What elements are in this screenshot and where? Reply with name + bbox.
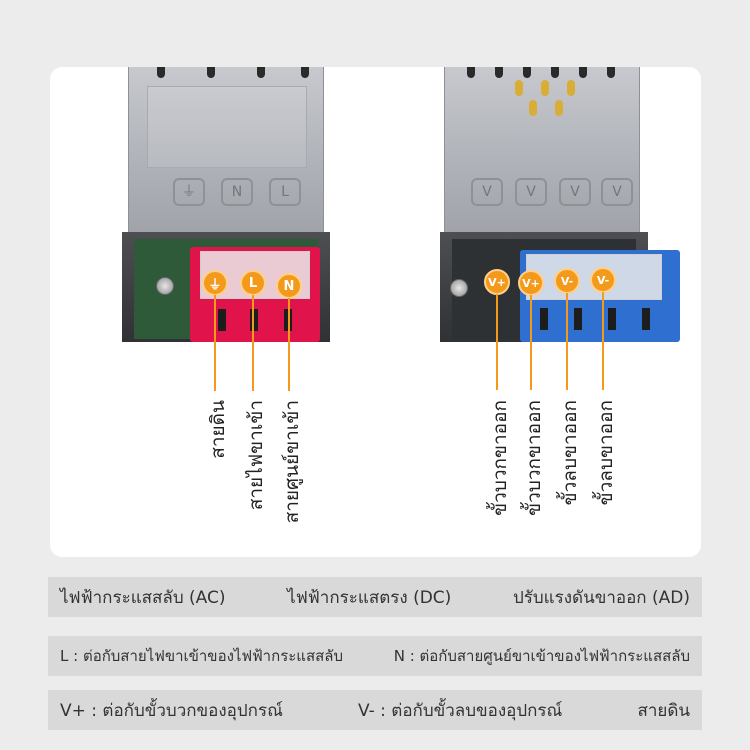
dc-terminal-block	[520, 250, 680, 342]
embossed-v-icon: V	[559, 178, 591, 206]
vent	[551, 67, 559, 78]
screw-icon	[450, 279, 468, 297]
vent	[257, 67, 265, 78]
leader-line	[602, 292, 604, 390]
ground-wire-label: สายดิน	[207, 400, 229, 459]
leader-line	[214, 295, 216, 391]
neutral-input-label: สายศูนย์ขาเข้า	[281, 400, 303, 524]
screw-icon	[156, 277, 174, 295]
psu-body-left: ⏚ N L	[128, 67, 324, 242]
dc-text: ไฟฟ้ากระแสตรง (DC)	[287, 587, 452, 608]
vent	[523, 67, 531, 78]
terminal-slot	[250, 309, 258, 331]
l-marker: L	[240, 270, 266, 296]
vent	[207, 67, 215, 78]
legend-row-output: V+ : ต่อกับขั้วบวกของอุปกรณ์ V- : ต่อกับ…	[48, 690, 702, 730]
legend-row-types: ไฟฟ้ากระแสสลับ (AC) ไฟฟ้ากระแสตรง (DC) ป…	[48, 577, 702, 617]
photo-card: ⏚ N L V V V V	[50, 67, 701, 557]
ad-text: ปรับแรงดันขาออก (AD)	[512, 587, 690, 608]
vent	[607, 67, 615, 78]
n-description: N : ต่อกับสายศูนย์ขาเข้าของไฟฟ้ากระแสสลั…	[393, 647, 690, 665]
terminal-slot	[540, 308, 548, 330]
embossed-ground-icon: ⏚	[173, 178, 205, 206]
vent	[157, 67, 165, 78]
terminal-slot	[218, 309, 226, 331]
embossed-l-icon: L	[269, 178, 301, 206]
psu-sticker	[147, 86, 307, 168]
leader-line	[530, 295, 532, 390]
terminal-slot	[642, 308, 650, 330]
vent	[541, 80, 549, 96]
terminal-slot	[608, 308, 616, 330]
ground-marker-icon: ⏚	[202, 270, 228, 296]
terminal-slot	[574, 308, 582, 330]
v-minus-marker: V-	[554, 268, 580, 294]
negative-output-label: ขั้วลบขาออก	[559, 400, 581, 506]
legend-row-input: L : ต่อกับสายไฟขาเข้าของไฟฟ้ากระแสสลับ N…	[48, 636, 702, 676]
v-plus-description: V+ : ต่อกับขั้วบวกของอุปกรณ์	[60, 700, 283, 721]
vent	[495, 67, 503, 78]
vent	[555, 100, 563, 116]
live-input-label: สายไฟขาเข้า	[245, 400, 267, 511]
negative-output-label: ขั้วลบขาออก	[595, 400, 617, 506]
vent	[301, 67, 309, 78]
ac-text: ไฟฟ้ากระแสสลับ (AC)	[60, 587, 226, 608]
embossed-n-icon: N	[221, 178, 253, 206]
vent	[515, 80, 523, 96]
leader-line	[252, 295, 254, 391]
leader-line	[566, 293, 568, 390]
embossed-v-icon: V	[515, 178, 547, 206]
v-plus-marker: V+	[484, 269, 510, 295]
n-marker: N	[276, 273, 302, 299]
l-description: L : ต่อกับสายไฟขาเข้าของไฟฟ้ากระแสสลับ	[60, 647, 343, 665]
v-minus-marker: V-	[590, 267, 616, 293]
vent	[529, 100, 537, 116]
embossed-v-icon: V	[601, 178, 633, 206]
v-plus-marker: V+	[518, 270, 544, 296]
embossed-v-icon: V	[471, 178, 503, 206]
positive-output-label: ขั้วบวกขาออก	[489, 400, 511, 516]
psu-body-right: V V V V	[444, 67, 640, 242]
leader-line	[288, 298, 290, 391]
vent	[579, 67, 587, 78]
leader-line	[496, 294, 498, 390]
ground-description: สายดิน	[637, 700, 690, 721]
vent	[467, 67, 475, 78]
vent	[567, 80, 575, 96]
positive-output-label: ขั้วบวกขาออก	[523, 400, 545, 516]
v-minus-description: V- : ต่อกับขั้วลบของอุปกรณ์	[357, 700, 563, 721]
